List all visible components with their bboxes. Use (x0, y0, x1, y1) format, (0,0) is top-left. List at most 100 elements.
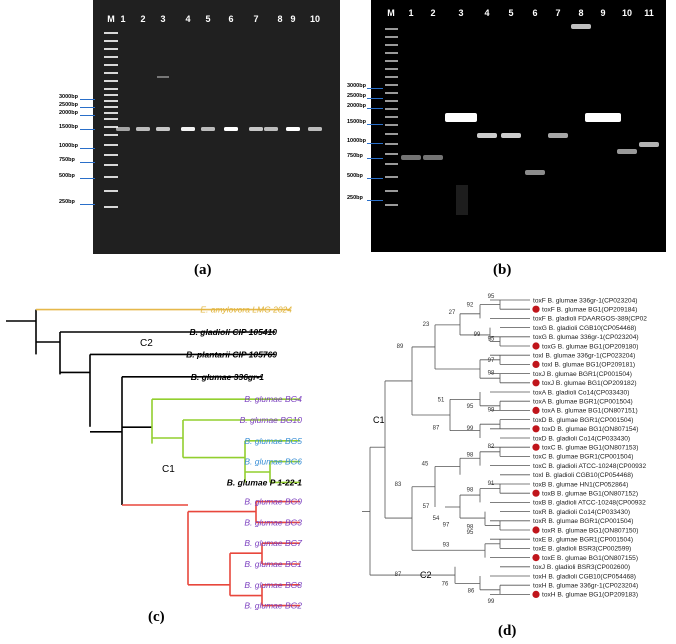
tree-d-leaf-label: toxE B. gladioli BSR3(CP002599) (533, 546, 631, 553)
ladder-band (104, 40, 118, 42)
gel-a-band (136, 127, 150, 131)
ladder-band (385, 153, 398, 155)
marker-arrow (80, 129, 95, 130)
bootstrap-value: 95 (488, 336, 495, 342)
gel-a-lane-label: 4 (185, 14, 190, 24)
tree-d-leaf-label: toxF B. gladioli FDAARGOS-389(CP02 (533, 316, 647, 323)
tree-d-leaf-label: toxC B. glumae BGR1(CP001504) (533, 454, 633, 461)
tree-d-leaf-label: toxG B. glumae 336gr-1(CP023204) (533, 334, 639, 341)
gel-b-marker-label: 1500bp (347, 119, 366, 125)
ladder-band (104, 176, 118, 178)
marker-arrow (367, 178, 383, 179)
bootstrap-value: 45 (422, 462, 429, 468)
marker-arrow (367, 108, 383, 109)
ladder-band (385, 52, 398, 54)
ladder-band (385, 92, 398, 94)
gel-a-marker-label: 250bp (59, 199, 75, 205)
bg1-marker-dot (532, 342, 540, 350)
ladder-band (385, 124, 398, 126)
ladder-band (385, 100, 398, 102)
tree-d-leaf-label: toxB B. glumae BG1(ON807152) (542, 491, 638, 498)
gel-a-lane-label: 8 (277, 14, 282, 24)
ladder-band (104, 164, 118, 166)
gel-b-lane-label: 7 (555, 8, 560, 18)
bootstrap-value: 87 (395, 572, 402, 578)
gel-a-lane-label: 2 (140, 14, 145, 24)
gel-b-band (423, 155, 443, 160)
ladder-band (385, 36, 398, 38)
gel-b-lane-label: 11 (644, 8, 654, 18)
tree-d-leaf-label: toxA B. gladioli Co14(CP033430) (533, 389, 629, 396)
bootstrap-value: 27 (449, 310, 456, 316)
gel-a-band (308, 127, 322, 131)
tree-d-leaf-label: toxE B. glumae BGR1(CP001504) (533, 537, 633, 544)
ladder-band (385, 190, 398, 192)
bootstrap-value: 97 (443, 522, 450, 528)
ladder-band (104, 206, 118, 208)
marker-arrow (367, 88, 383, 89)
tree-d-leaf-label: toxA B. glumae BGR1(CP001504) (533, 399, 633, 406)
panel-label-c: (c) (148, 609, 165, 625)
gel-a-lane-label: 1 (120, 14, 125, 24)
tree-c-taxon-label: B. glumae BG8 (244, 580, 302, 590)
tree-c-taxon-label: B. glumae 336gr-1 (191, 372, 264, 382)
gel-a-band (116, 127, 130, 131)
panel-label-a: (a) (194, 262, 212, 278)
gel-a-lane-label: 3 (160, 14, 165, 24)
ladder-band (104, 94, 118, 96)
bootstrap-value: 99 (467, 426, 474, 432)
gel-b-band (445, 113, 477, 122)
clade-label-c2: C2 (140, 338, 153, 349)
bootstrap-value: 57 (423, 504, 430, 510)
marker-arrow (80, 178, 95, 179)
gel-a-marker-label: 2000bp (59, 110, 78, 116)
ladder-band (104, 154, 118, 156)
marker-arrow (367, 200, 383, 201)
clade-label-c1: C1 (162, 464, 175, 475)
gel-b-marker-label: 2500bp (347, 93, 366, 99)
bootstrap-value: 54 (433, 516, 440, 522)
tree-d-leaf-label: toxD B. glumae BG1(ON807154) (542, 426, 638, 433)
bootstrap-value: 92 (467, 303, 474, 309)
bootstrap-value: 98 (467, 524, 474, 530)
gel-b-band (525, 170, 545, 175)
tree-c-taxon-label: B. glumae BG9 (244, 497, 302, 507)
tree-c-taxon-label: B. glumae BG7 (244, 538, 302, 548)
gel-b-lane-label: 1 (408, 8, 413, 18)
gel-b-marker-label: 500bp (347, 173, 363, 179)
bootstrap-value: 99 (488, 599, 495, 605)
bootstrap-value: 91 (488, 481, 495, 487)
ladder-band (385, 163, 398, 165)
tree-d-leaf-label: toxA B. glumae BG1(ON807151) (542, 408, 638, 415)
tree-c-taxon-label: B. glumae P 1-22-1 (227, 477, 303, 487)
gel-a-lane-label: M (107, 14, 115, 24)
bootstrap-value: 87 (433, 426, 440, 432)
bootstrap-value: 82 (488, 444, 495, 450)
gel-b-lane-label: M (387, 8, 395, 18)
bg1-marker-dot (532, 425, 540, 433)
tree-d-leaf-label: toxB B. gladioli ATCC-10248(CP00932 (533, 500, 646, 507)
marker-arrow (367, 158, 383, 159)
gel-b-band (401, 155, 421, 160)
tree-c-taxon-label: B. glumae BG1 (244, 559, 302, 569)
ladder-band (385, 76, 398, 78)
tree-d-leaf-label: toxR B. glumae BG1(ON807150) (542, 527, 638, 534)
gel-b-marker-label: 750bp (347, 153, 363, 159)
marker-arrow (80, 204, 95, 205)
gel-b-lane-label: 4 (484, 8, 489, 18)
gel-a-marker-label: 750bp (59, 157, 75, 163)
ladder-band (385, 84, 398, 86)
gel-a-band (181, 127, 195, 131)
marker-arrow (80, 162, 95, 163)
bg1-marker-dot (532, 406, 540, 414)
marker-arrow (80, 107, 95, 108)
gel-b-marker-label: 250bp (347, 195, 363, 201)
gel-b-lane-label: 2 (430, 8, 435, 18)
gel-b-marker-label: 3000bp (347, 83, 366, 89)
ladder-band (104, 134, 118, 136)
gel-a-marker-label: 3000bp (59, 94, 78, 100)
ladder-band (385, 143, 398, 145)
tree-d-leaf-label: toxH B. glumae BG1(OP209183) (542, 592, 638, 599)
bootstrap-value: 98 (488, 371, 495, 377)
